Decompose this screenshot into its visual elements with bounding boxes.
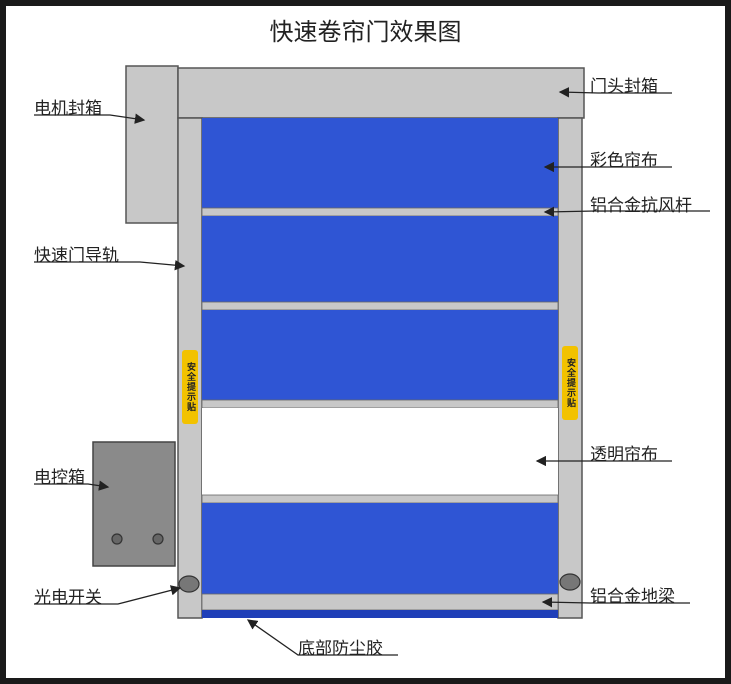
leader-motor-box [34,113,146,124]
bottom-dust-seal [202,610,558,618]
label-wind-bar: 铝合金抗风杆 [590,196,692,216]
label-transparent-curtain: 透明帘布 [590,445,658,465]
label-photo-switch: 光电开关 [34,588,102,608]
label-dust-seal: 底部防尘胶 [298,639,383,659]
color-curtain-panel-1 [202,118,558,208]
motor-box [125,65,179,224]
label-door-head: 门头封箱 [590,77,658,97]
label-motor-box: 电机封箱 [34,99,102,119]
leader-door-head [558,87,672,98]
safety-sticker-left: 安全提示贴 [182,350,198,424]
label-bottom-beam: 铝合金地梁 [590,587,675,607]
leader-bottom-beam [541,596,690,608]
color-curtain-panel-4 [202,503,558,594]
leader-photo-switch [34,585,182,605]
safety-sticker-right: 安全提示贴 [562,346,578,420]
photo-sensor-right [559,573,581,591]
wind-bar-3 [201,399,559,409]
control-box-knob-right [152,533,164,545]
color-curtain-panel-2 [202,216,558,302]
leader-control-box [34,480,110,491]
color-curtain-panel-3 [202,310,558,400]
label-guide-rail: 快速门导轨 [34,246,119,266]
wind-bar-1 [201,207,559,217]
label-control-box: 电控箱 [34,468,85,488]
photo-sensor-left [178,575,200,593]
label-color-curtain: 彩色帘布 [590,151,658,171]
door-head-box [177,67,585,119]
wind-bar-4 [201,494,559,504]
control-box-knob-left [111,533,123,545]
wind-bar-2 [201,301,559,311]
transparent-curtain-panel [202,408,558,495]
bottom-beam [201,593,559,611]
leader-wind-bar [543,206,710,218]
leader-dust-seal [246,619,398,656]
leader-guide-rail [34,259,186,271]
diagram-title: 快速卷帘门效果图 [269,18,462,46]
control-box [92,441,176,567]
